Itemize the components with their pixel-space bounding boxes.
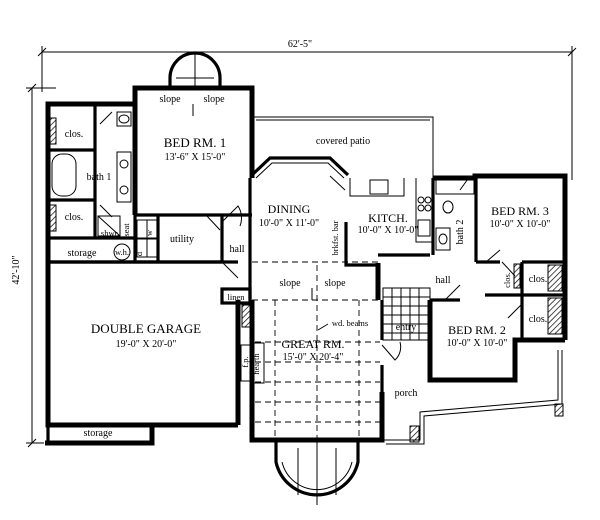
seat-label: seat <box>121 223 131 237</box>
slope-label: slope <box>324 278 346 289</box>
breakfast-bar-label: brkfst. bar <box>330 220 340 255</box>
slope-label: slope <box>279 278 301 289</box>
bed1-name: BED RM. 1 <box>164 135 226 150</box>
closet-label: clos. <box>529 314 548 325</box>
utility-appliances <box>113 219 158 261</box>
bed1-bay-window <box>168 51 222 90</box>
slope-label: slope <box>159 94 181 105</box>
wood-beams <box>252 261 380 438</box>
entry-tiles <box>382 287 431 341</box>
closet-label: clos. <box>502 272 512 288</box>
fireplace <box>240 342 265 384</box>
bed1-size: 13'-6" X 15'-0" <box>165 152 226 163</box>
bath2-label: bath 2 <box>455 220 466 245</box>
interior-walls <box>48 104 565 440</box>
porch-label: porch <box>395 388 418 399</box>
storage-label: storage <box>68 248 97 259</box>
door-swings <box>99 111 522 361</box>
linen-label: linen <box>228 292 246 302</box>
covered-patio-label: covered patio <box>316 136 370 147</box>
dining-size: 10'-0" X 11'-0" <box>259 218 319 229</box>
bath1-label: bath 1 <box>87 172 112 183</box>
dryer-label: d <box>134 251 144 256</box>
wall-hatches <box>47 117 563 335</box>
great-room-size: 15'-0" X 20'-4" <box>283 352 344 363</box>
bath2-fixtures <box>435 179 475 251</box>
bath1-fixtures <box>51 111 132 237</box>
hall-label: hall <box>436 275 451 286</box>
dining-bay-window <box>250 156 350 179</box>
water-heater-label: w.h. <box>115 247 129 257</box>
overall-depth-label: 42'-10" <box>11 255 22 284</box>
bed2-name: BED RM. 2 <box>448 323 506 337</box>
kitchen-name: KITCH. <box>368 211 408 225</box>
kitchen-size: 10'-0" X 10'-0" <box>358 225 419 236</box>
great-room-name: GREAT RM. <box>281 337 344 351</box>
storage-label: storage <box>84 428 113 439</box>
overall-width-label: 62'-5" <box>288 39 312 50</box>
garage-size: 19'-0" X 20'-0" <box>116 339 177 350</box>
hearth-label: hearth <box>251 353 261 375</box>
bed3-size: 10'-0" X 10'-0" <box>490 219 551 230</box>
fireplace-label: f.p. <box>240 356 250 367</box>
width-dimension-line <box>37 46 577 180</box>
closet-label: clos. <box>65 212 84 223</box>
wood-beams-label: wd. beams <box>332 318 368 328</box>
depth-dimension-line <box>26 83 56 448</box>
utility-label: utility <box>170 234 194 245</box>
closet-label: clos. <box>529 274 548 285</box>
bed3-name: BED RM. 3 <box>491 204 549 218</box>
bed2-size: 10'-0" X 10'-0" <box>447 338 508 349</box>
great-room-bay-window <box>274 442 360 505</box>
closet-label: clos. <box>65 129 84 140</box>
porch <box>382 350 564 445</box>
slope-label: slope <box>203 94 225 105</box>
exterior-walls <box>45 85 568 446</box>
entry-label: entry <box>396 322 417 333</box>
hall-label: hall <box>230 244 245 255</box>
kitchen-counters <box>349 178 432 243</box>
shower-label: shwr. <box>101 228 119 238</box>
garage-name: DOUBLE GARAGE <box>91 321 201 336</box>
dining-name: DINING <box>268 202 311 216</box>
washer-label: w <box>144 229 154 236</box>
